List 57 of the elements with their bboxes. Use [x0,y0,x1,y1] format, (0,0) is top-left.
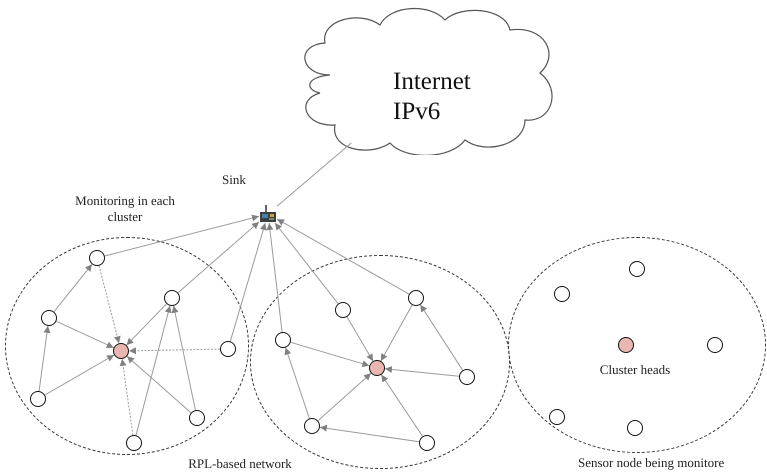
sensor-node-circle [274,332,291,348]
sensor-node-circle [304,418,320,434]
arrow [56,320,114,348]
sensor-node-circle [418,434,435,451]
arrow [38,325,50,392]
cluster-ellipse [508,237,766,453]
sensor-node-circle [554,286,570,302]
connector-line [276,142,352,207]
arrow [54,264,92,312]
arrow [380,304,413,362]
arrow [44,354,115,396]
arrow [126,303,167,346]
sensor-node-circle [164,290,180,306]
arrow [384,366,460,377]
arrow [346,316,374,362]
sensor-node-circle [126,434,142,451]
cluster-ellipse [5,237,249,455]
sensor-node-circle [628,260,645,277]
cluster-head-circle [618,336,634,353]
sensor-node-circle [88,250,105,266]
cluster-head-circle [368,360,385,376]
sensor-node-circle [30,390,46,407]
arrow [230,222,267,342]
arrow [284,347,310,419]
arrow [104,214,260,256]
sensor-node-circle [706,336,723,353]
legend-caption: Sensor node being monitore [578,455,726,471]
sensor-node-circle [40,310,57,326]
arrow [274,222,339,304]
sensor-node-circle [408,290,424,306]
sensor-node-circle [334,302,351,318]
arrow [290,342,370,368]
cluster-head-circle [112,342,129,359]
arrow [98,265,121,344]
cluster-caption: Monitoring in each cluster [74,193,176,225]
arrow [319,424,420,442]
node-caption: Sink [222,172,246,188]
arrow [276,218,410,295]
cluster-ellipse [250,255,510,469]
arrow [178,221,260,294]
network-caption: RPL-based network [187,456,293,472]
sensor-node-circle [626,420,643,436]
arrow [380,374,424,437]
sensor-node-circle [188,410,205,426]
sensor-node-circle [458,368,475,385]
arrow [128,347,220,354]
arrow [126,356,192,414]
arrow [266,222,283,333]
cloud-label: Internet IPv6 [392,67,472,127]
arrow [120,358,134,436]
arrow [420,304,464,371]
arrow [172,305,196,411]
legend-caption: Cluster heads [598,362,672,378]
sensor-node-circle [548,408,565,425]
arrow [136,305,172,436]
sensor-node-circle [220,340,236,357]
arrow [318,372,372,422]
